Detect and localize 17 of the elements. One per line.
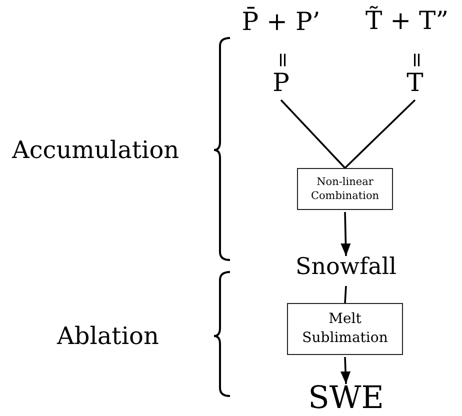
variable-text: T <box>400 68 430 98</box>
equals-sign: = <box>407 52 428 68</box>
equals-sign: = <box>273 52 294 68</box>
connector-line <box>280 99 346 169</box>
arrow <box>340 212 351 256</box>
section-label: Accumulation <box>12 138 180 162</box>
connector-line <box>344 286 347 304</box>
formula-text: P̄ + P’ <box>226 6 336 38</box>
section-label: Ablation <box>57 324 159 348</box>
process-box: Melt Sublimation <box>287 303 403 355</box>
stage-text: Snowfall <box>280 252 412 284</box>
process-box: Non-linear Combination <box>297 168 393 210</box>
connector-line <box>344 99 416 169</box>
arrow <box>340 356 351 384</box>
output-text: SWE <box>300 380 392 416</box>
formula-text: T̃ + T” <box>352 4 462 38</box>
variable-text: P <box>266 68 296 98</box>
